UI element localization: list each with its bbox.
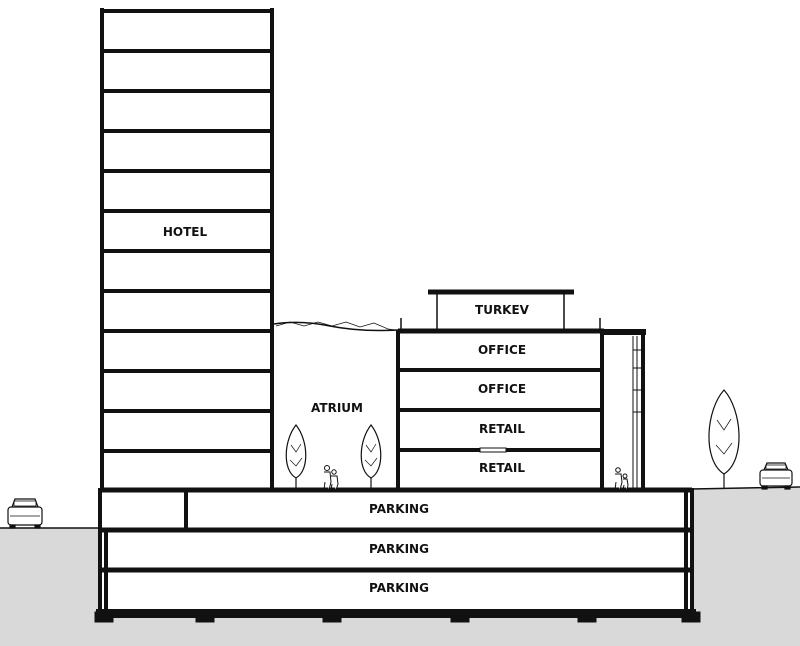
office-retail-block [398,318,604,490]
footing-1 [94,611,114,623]
office-upper-label: OFFICE [478,343,526,357]
office-lower-label: OFFICE [478,382,526,396]
retail-lower-label: RETAIL [479,461,525,475]
car-right [759,462,793,490]
footing-6 [681,611,701,623]
atrium-roof-truss [275,321,397,331]
ground-line-right [691,486,800,490]
parking-upper-label: PARKING [369,502,429,516]
basement-outer-wall [98,488,694,618]
ground-fill-right-rect [692,489,800,646]
footing-3 [322,611,342,623]
people [323,465,629,491]
turkev-rooftop [428,289,574,330]
ground [0,486,800,646]
car-left [7,498,43,529]
cars [7,462,793,529]
atrium-glass-roof [273,321,399,332]
footing-2 [195,611,215,623]
street-tree-right [708,389,740,489]
side-annex [602,329,646,490]
hotel-tower [100,8,274,490]
retail-slab-opening [479,447,507,453]
people-group-atrium [323,465,339,491]
footing-4 [450,611,470,623]
atrium-tree-left [285,424,307,490]
atrium-label: ATRIUM [311,401,363,415]
retail-upper-label: RETAIL [479,422,525,436]
trees [285,389,740,490]
parking-middle-label: PARKING [369,542,429,556]
turkev-label: TURKEV [475,303,530,317]
parking-lower-label: PARKING [369,581,429,595]
parking-levels [94,487,701,623]
ground-fill-left-rect [0,528,96,646]
atrium-tree-right [360,424,382,490]
people-group-annex [614,467,629,491]
ground-fill-bottom-rect [96,616,696,646]
hotel-label: HOTEL [163,225,208,239]
footing-5 [577,611,597,623]
